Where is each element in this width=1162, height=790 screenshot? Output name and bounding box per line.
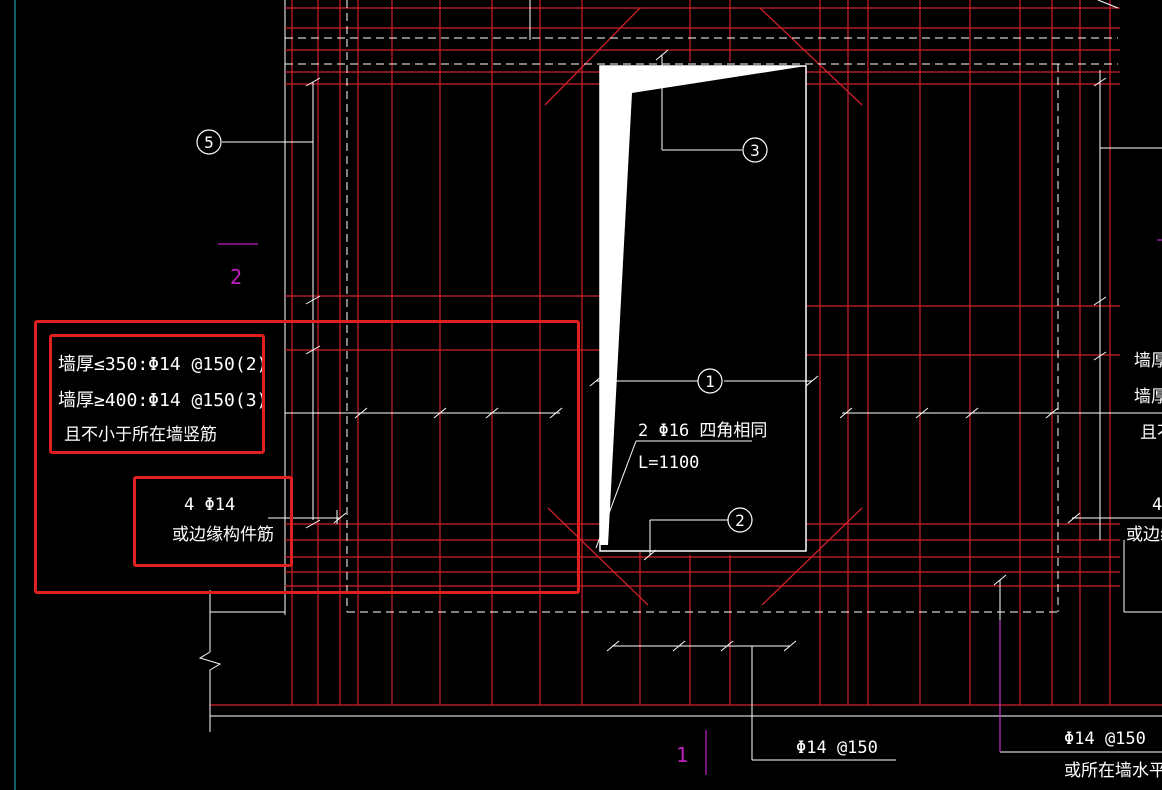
vertical-rebars <box>291 0 1111 705</box>
diag-bar-label: 2 Φ16 四角相同 <box>638 421 767 441</box>
marker-3-circle <box>742 137 768 163</box>
right-bar-alt: 或所在墙水平筋 <box>1064 761 1162 781</box>
section-marks <box>218 239 1162 775</box>
marker-5-circle <box>196 129 222 155</box>
marker-2-label: 2 <box>735 511 745 530</box>
right-bar-label: Φ14 @150 <box>1064 729 1146 749</box>
bottom-bar-label: Φ14 @150 <box>796 738 878 758</box>
opening-hatch <box>600 66 806 545</box>
wall-rule-1: 墙厚≤350:Φ14 @150(2) <box>58 354 267 375</box>
wall-boundary-dashed <box>285 0 1118 613</box>
right-cut-text-4: 4 <box>1152 495 1162 515</box>
marker-circles <box>196 129 768 533</box>
wall-rule-2: 墙厚≥400:Φ14 @150(3) <box>58 390 267 411</box>
wall-opening <box>599 65 807 552</box>
diag-length-label: L=1100 <box>638 453 699 473</box>
right-cut-text-2: 墙厚 <box>1134 387 1162 407</box>
marker-1-label: 1 <box>705 372 715 391</box>
highlight-box-outer <box>34 320 580 594</box>
highlight-box-wall-rules <box>49 334 265 454</box>
right-cut-text-1: 墙厚 <box>1134 351 1162 371</box>
marker-2-circle <box>727 507 753 533</box>
right-cut-text-5: 或边缘 <box>1126 525 1162 545</box>
section-mark-top: 2 <box>230 265 242 289</box>
highlight-box-corner-bars <box>133 476 293 567</box>
marker-1-circle <box>697 368 723 394</box>
right-cut-text-3: 且不 <box>1140 423 1162 443</box>
marker-3-label: 3 <box>750 141 760 160</box>
leader-lines <box>198 0 1162 761</box>
diagonal-corner-bars <box>544 7 863 606</box>
wall-rule-3: 且不小于所在墙竖筋 <box>64 425 217 445</box>
corner-bar-count: 4 Φ14 <box>184 495 235 515</box>
section-mark-bottom: 1 <box>676 743 688 767</box>
marker-5-label: 5 <box>204 133 214 152</box>
corner-bar-alt: 或边缘构件筋 <box>172 525 274 545</box>
horizontal-rebars <box>210 7 1162 706</box>
